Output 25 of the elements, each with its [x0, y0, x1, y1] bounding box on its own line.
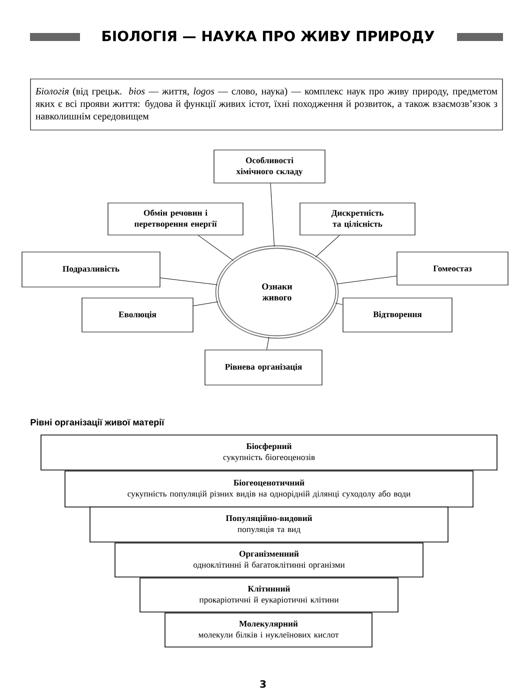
- definition-box: Біологія (від грецьк. bios — життя, logos — слово, наука) — комплекс наук про живу природу, предметом яких є всі прояви життя: будова й функції живих істот, їхні походження й розвиток, а також взаємозв’язок з навколишнім середовищем: [30, 78, 503, 130]
- connector-line: [266, 336, 270, 350]
- level-box: Популяційно-видовий популяція та вид: [90, 506, 448, 542]
- feature-box: Відтворення: [342, 298, 452, 332]
- connector-line: [336, 276, 397, 284]
- level-box: Молекулярний молекули білків і нуклеїнових кислот: [164, 612, 372, 648]
- connector-line: [315, 235, 340, 258]
- connector-line: [270, 183, 275, 247]
- feature-box: Дискретність та цілісність: [300, 202, 416, 236]
- feature-box: Еволюція: [82, 298, 194, 332]
- connector-line: [193, 302, 218, 306]
- feature-box: Обмін речовин і перетворення енергії: [108, 202, 244, 236]
- connector-line: [160, 278, 218, 286]
- feature-box: Подразливість: [22, 252, 160, 288]
- feature-box: Рівнева організація: [204, 350, 322, 386]
- feature-box: Особливості хімічного складу: [214, 150, 326, 184]
- level-box: Біосферний сукупність біогеоценозів: [40, 434, 498, 470]
- level-box: Біогеоценотичний сукупність популяцій різних видів на однорідній ділянці суходолу або води: [64, 470, 474, 508]
- level-box: Клітинний прокаріотичні й еукаріотичні клітини: [140, 578, 398, 612]
- connector-line: [335, 302, 343, 305]
- feature-box: Гомеостаз: [396, 252, 508, 286]
- title: БІОЛОГІЯ — НАУКА ПРО ЖИВУ ПРИРОДУ: [102, 30, 434, 44]
- connector-line: [198, 235, 234, 261]
- page-number: 3: [260, 680, 266, 688]
- level-box: Організменний одноклітинні й багатоклітинні організми: [114, 542, 424, 578]
